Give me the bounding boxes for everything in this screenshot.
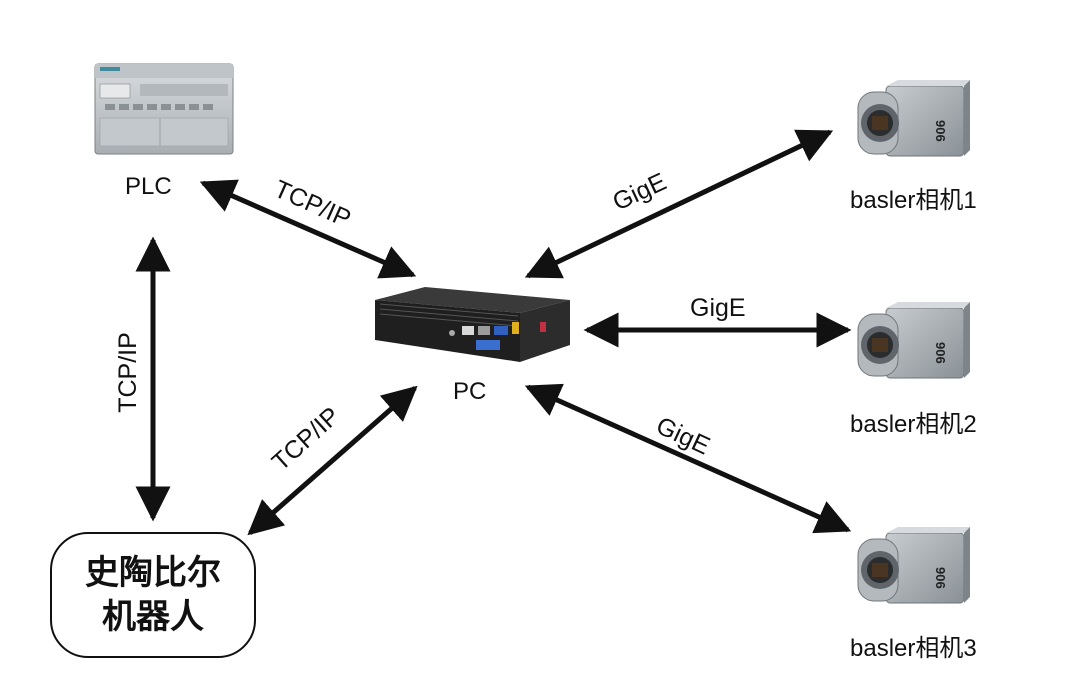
camera-1-label: basler相机1 <box>850 187 977 214</box>
industrial-camera-icon: 906 <box>857 80 970 157</box>
camera-2-label: basler相机2 <box>850 411 977 438</box>
industrial-pc-icon <box>375 287 570 362</box>
arrow-pc-camera3 <box>524 383 852 534</box>
robot-label-line2: 机器人 <box>102 598 204 636</box>
industrial-camera-icon: 906 <box>857 302 970 379</box>
industrial-camera-icon: 906 <box>857 527 970 604</box>
arrow-robot-pc <box>247 385 418 536</box>
robot-node: 史陶比尔 机器人 <box>50 532 256 658</box>
camera-3-device: 906 <box>857 527 970 604</box>
camera-1-device: 906 <box>857 80 970 157</box>
arrow-pc-camera1 <box>524 129 834 279</box>
svg-text:906: 906 <box>933 342 948 364</box>
plc-label: PLC <box>125 173 172 200</box>
pc-label: PC <box>453 378 487 405</box>
plc-device-icon <box>94 63 234 155</box>
camera-2-device: 906 <box>857 302 970 379</box>
link-label-plc-robot: TCP/IP <box>113 332 142 413</box>
link-label-pc-camera2: GigE <box>690 294 746 322</box>
robot-label-line1: 史陶比尔 <box>85 554 221 592</box>
svg-text:906: 906 <box>933 120 948 142</box>
arrow-plc-pc <box>199 179 417 279</box>
camera-3-label: basler相机3 <box>850 635 977 662</box>
svg-text:906: 906 <box>933 567 948 589</box>
